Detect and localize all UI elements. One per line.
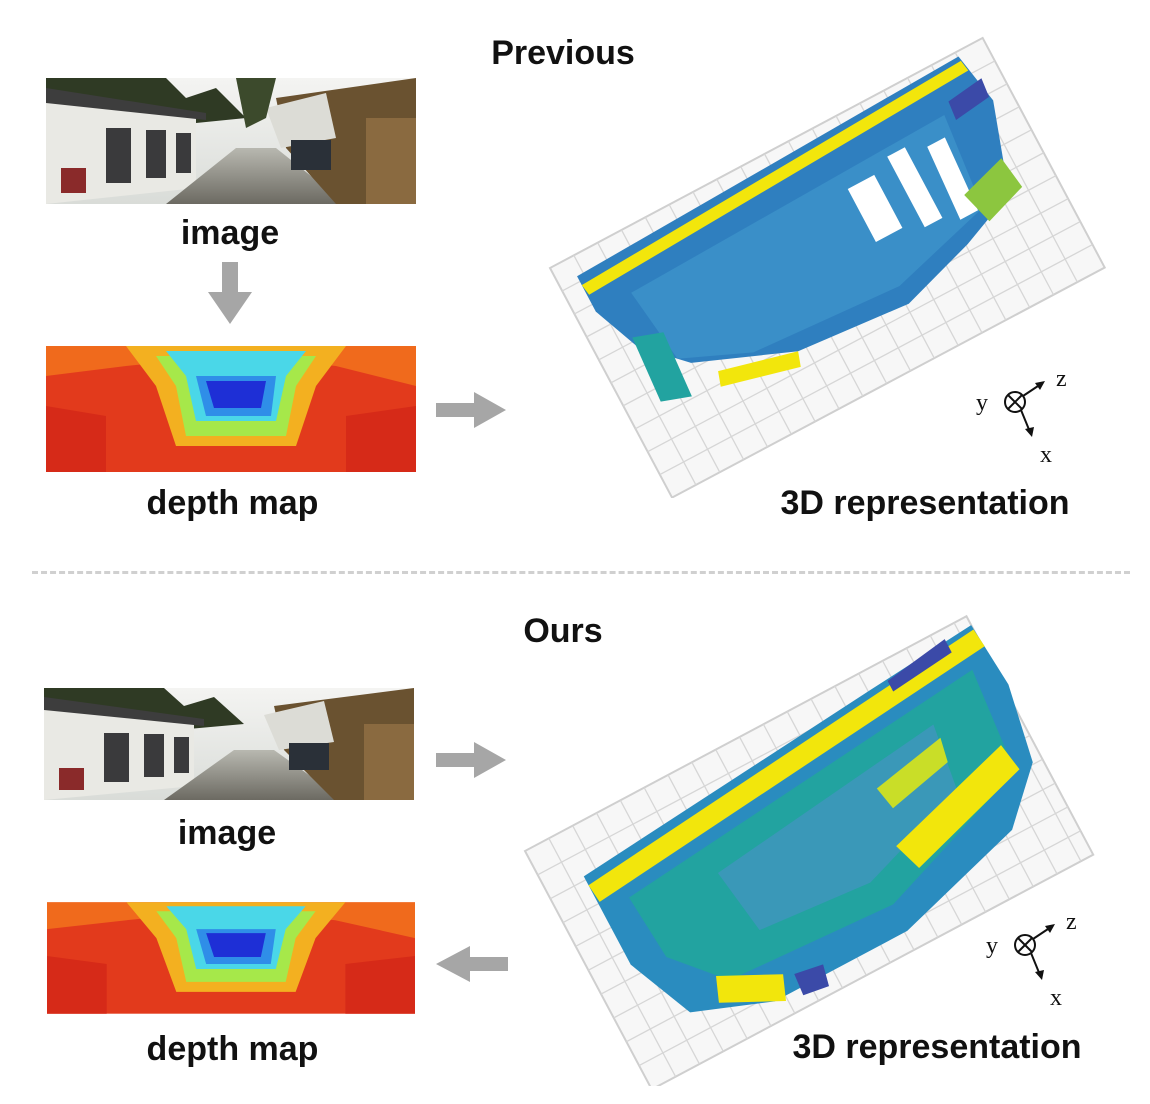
previous-axis-x-label: x (1040, 442, 1052, 468)
previous-3d-caption: 3D representation (780, 484, 1070, 522)
ours-image-caption: image (177, 814, 277, 852)
previous-axes-icon (975, 362, 1085, 472)
previous-depth-map (46, 346, 416, 472)
section-divider (32, 571, 1130, 574)
right-arrow-to-3d-ours (436, 742, 506, 778)
previous-street-image (46, 78, 416, 204)
previous-axis-z-label: z (1056, 366, 1067, 392)
previous-title: Previous (491, 34, 635, 72)
ours-street-image (44, 688, 414, 800)
ours-3d-caption: 3D representation (792, 1028, 1082, 1066)
previous-axis-y-label: y (976, 390, 988, 416)
right-arrow-to-3d (436, 392, 506, 428)
ours-title: Ours (523, 612, 603, 650)
ours-axis-y-label: y (986, 933, 998, 959)
ours-axis-x-label: x (1050, 985, 1062, 1011)
left-arrow-to-depth (436, 946, 508, 982)
ours-depth-map (47, 902, 415, 1014)
previous-image-caption: image (180, 214, 280, 252)
down-arrow (208, 262, 252, 324)
ours-axis-z-label: z (1066, 909, 1077, 935)
previous-depth-caption: depth map (146, 484, 319, 522)
ours-3d-representation (515, 596, 1115, 1086)
previous-3d-representation (540, 18, 1120, 498)
ours-axes-icon (985, 905, 1095, 1015)
ours-depth-caption: depth map (146, 1030, 319, 1068)
